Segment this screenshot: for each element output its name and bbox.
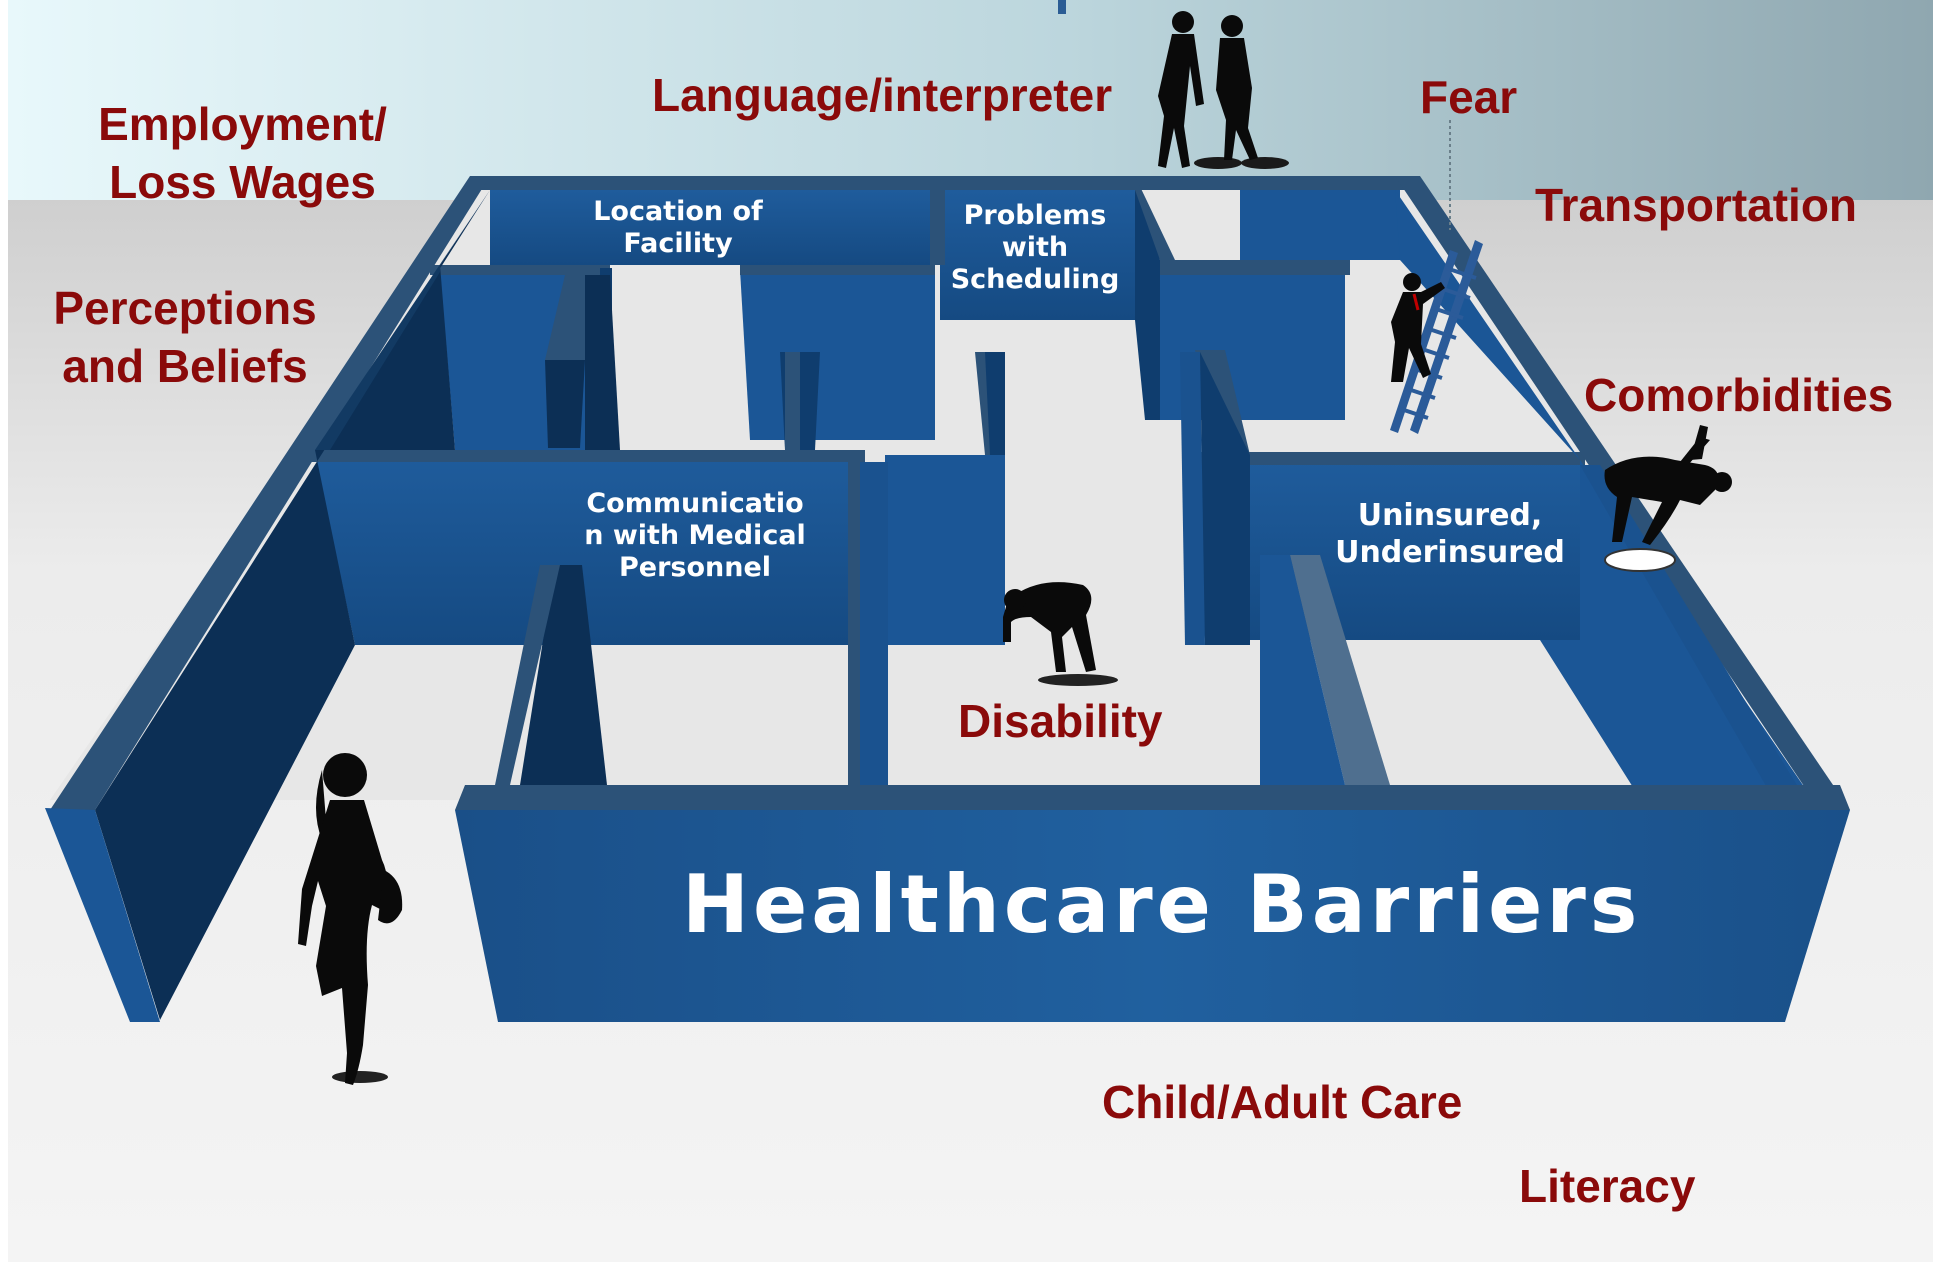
room-communication-with-medical-personnel: Communicatio n with Medical Personnel [584,488,806,583]
barrier-language-interpreter: Language/interpreter [652,69,1113,121]
room-location-of-facility: Location of Facility [593,196,763,259]
maze-middle-walls [305,350,1585,785]
walking-couple-figures [1158,11,1289,169]
crouching-figure [1604,425,1732,572]
barrier-comorbidities: Comorbidities [1584,369,1894,421]
healthcare-barriers-title: Healthcare Barriers [682,858,1642,951]
bending-figure [1003,582,1118,686]
barrier-disability: Disability [958,695,1163,747]
maze-left-wall [45,176,490,1022]
barrier-fear: Fear [1420,71,1518,123]
sky-background [8,0,1933,200]
barrier-employment-loss-wages: Employment/ Loss Wages [98,98,387,208]
barrier-perceptions-and-beliefs: Perceptions and Beliefs [53,282,317,392]
walking-woman-figure [298,753,403,1085]
ladder-climber-figure [1390,240,1483,434]
barrier-transportation: Transportation [1535,179,1858,231]
barrier-child-adult-care: Child/Adult Care [1102,1076,1463,1128]
room-uninsured-underinsured: Uninsured, Underinsured [1335,498,1565,570]
barrier-literacy: Literacy [1519,1160,1696,1212]
maze-back-walls [430,176,1410,450]
room-problems-with-scheduling: Problems with Scheduling [950,200,1120,295]
maze-front-wall [455,785,1850,1022]
